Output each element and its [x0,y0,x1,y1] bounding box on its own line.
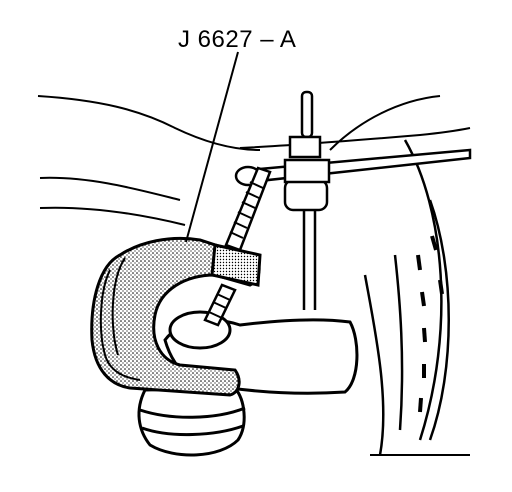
ball-joint-separator-icon [90,166,272,397]
callout-label: J 6627 – A [178,26,297,53]
callout-leader [185,51,239,243]
brake-rotor-icon [363,139,470,456]
dust-boot-icon [137,386,246,457]
frame-lines [37,95,471,226]
stabilizer-link-icon [234,90,472,310]
